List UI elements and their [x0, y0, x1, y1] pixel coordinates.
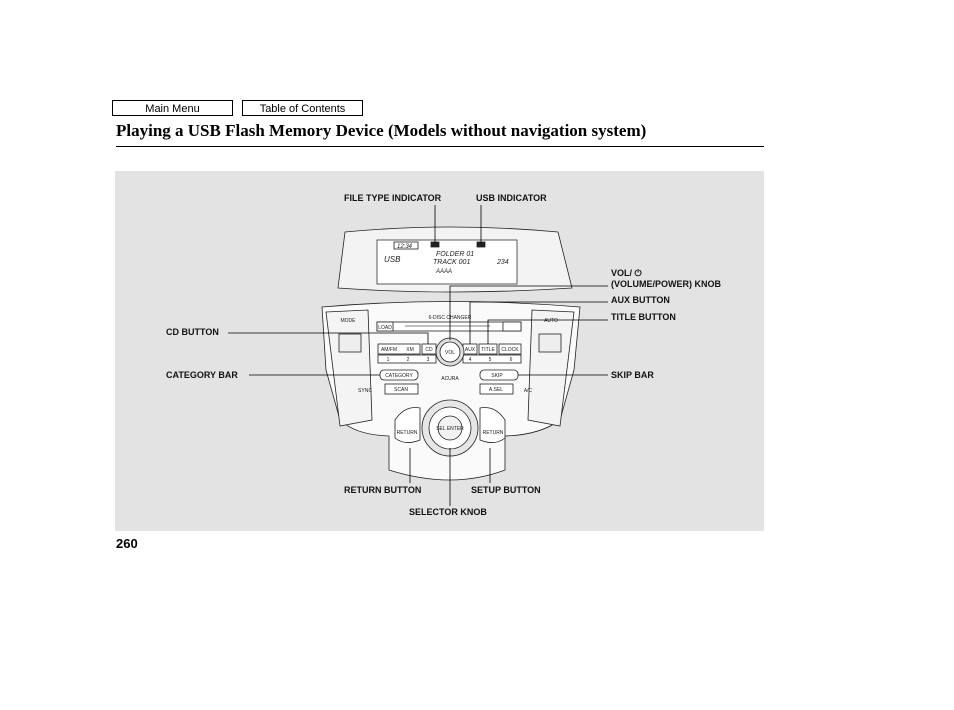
unit-ac-label: A/C — [524, 388, 533, 394]
unit-return-label: RETURN — [397, 430, 418, 436]
aux-button-label: AUX BUTTON — [611, 295, 670, 305]
unit-title-label: TITLE — [481, 347, 495, 353]
unit-preset-3: 3 — [427, 357, 430, 363]
skip-bar-label: SKIP BAR — [611, 370, 654, 380]
setup-button-label: SETUP BUTTON — [471, 485, 541, 495]
aux-leader — [469, 301, 608, 344]
display-time: 234 — [496, 259, 509, 266]
selector-knob-label: SELECTOR KNOB — [409, 507, 487, 517]
display-folder: FOLDER 01 — [436, 251, 474, 258]
display-bottom: AAAA — [435, 269, 452, 275]
unit-setup-label: RETURN — [483, 430, 504, 436]
unit-preset-5: 5 — [489, 357, 492, 363]
page-title: Playing a USB Flash Memory Device (Model… — [116, 121, 647, 140]
display-source: USB — [384, 255, 401, 264]
unit-sync-label: SYNC — [358, 388, 372, 394]
category-bar-label: CATEGORY BAR — [166, 370, 238, 380]
cd-button-label: CD BUTTON — [166, 327, 219, 337]
unit-preset-4: 4 — [469, 357, 472, 363]
title-divider — [116, 146, 764, 147]
unit-skip-label: SKIP — [491, 373, 503, 379]
page-number: 260 — [116, 536, 138, 551]
unit-category-label: CATEGORY — [385, 373, 413, 379]
unit-brand-label: ACURA — [441, 376, 459, 382]
unit-asel-label: A.SEL — [489, 387, 503, 393]
vol-leader — [449, 285, 608, 340]
unit-preset-1: 1 — [387, 357, 390, 363]
table-of-contents-button[interactable]: Table of Contents — [242, 100, 363, 116]
cd-leader — [228, 332, 429, 344]
title-leader — [487, 319, 608, 344]
unit-cd-label: CD — [425, 347, 433, 353]
power-icon: ⏻ — [634, 268, 642, 278]
main-menu-button[interactable]: Main Menu — [112, 100, 233, 116]
unit-preset-2: 2 — [407, 357, 410, 363]
display-track: TRACK 001 — [433, 259, 470, 266]
vol-label-text: VOL/ — [611, 268, 633, 278]
file-type-indicator-label: FILE TYPE INDICATOR — [344, 193, 442, 203]
vol-label: VOL/ ⏻ — [611, 268, 642, 279]
unit-aux-label: AUX — [465, 347, 476, 353]
display-clock: 12:34 — [397, 244, 413, 250]
unit-vol-label: VOL — [445, 350, 455, 356]
unit-xm-label: XM — [406, 347, 414, 353]
volume-power-knob-label: (VOLUME/POWER) KNOB — [611, 279, 721, 289]
unit-selector-label: SEL ENTER — [436, 426, 464, 432]
unit-auto-label: AUTO — [544, 318, 558, 324]
unit-clock-label: CLOCK — [501, 347, 519, 353]
unit-amfm-label: AM/FM — [381, 347, 397, 353]
unit-mode-label: MODE — [341, 318, 357, 324]
return-button-label: RETURN BUTTON — [344, 485, 422, 495]
unit-scan-label: SCAN — [394, 387, 408, 393]
usb-indicator-label: USB INDICATOR — [476, 193, 547, 203]
unit-load-label: LOAD — [378, 325, 392, 331]
unit-preset-6: 6 — [510, 357, 513, 363]
title-button-label: TITLE BUTTON — [611, 312, 676, 322]
